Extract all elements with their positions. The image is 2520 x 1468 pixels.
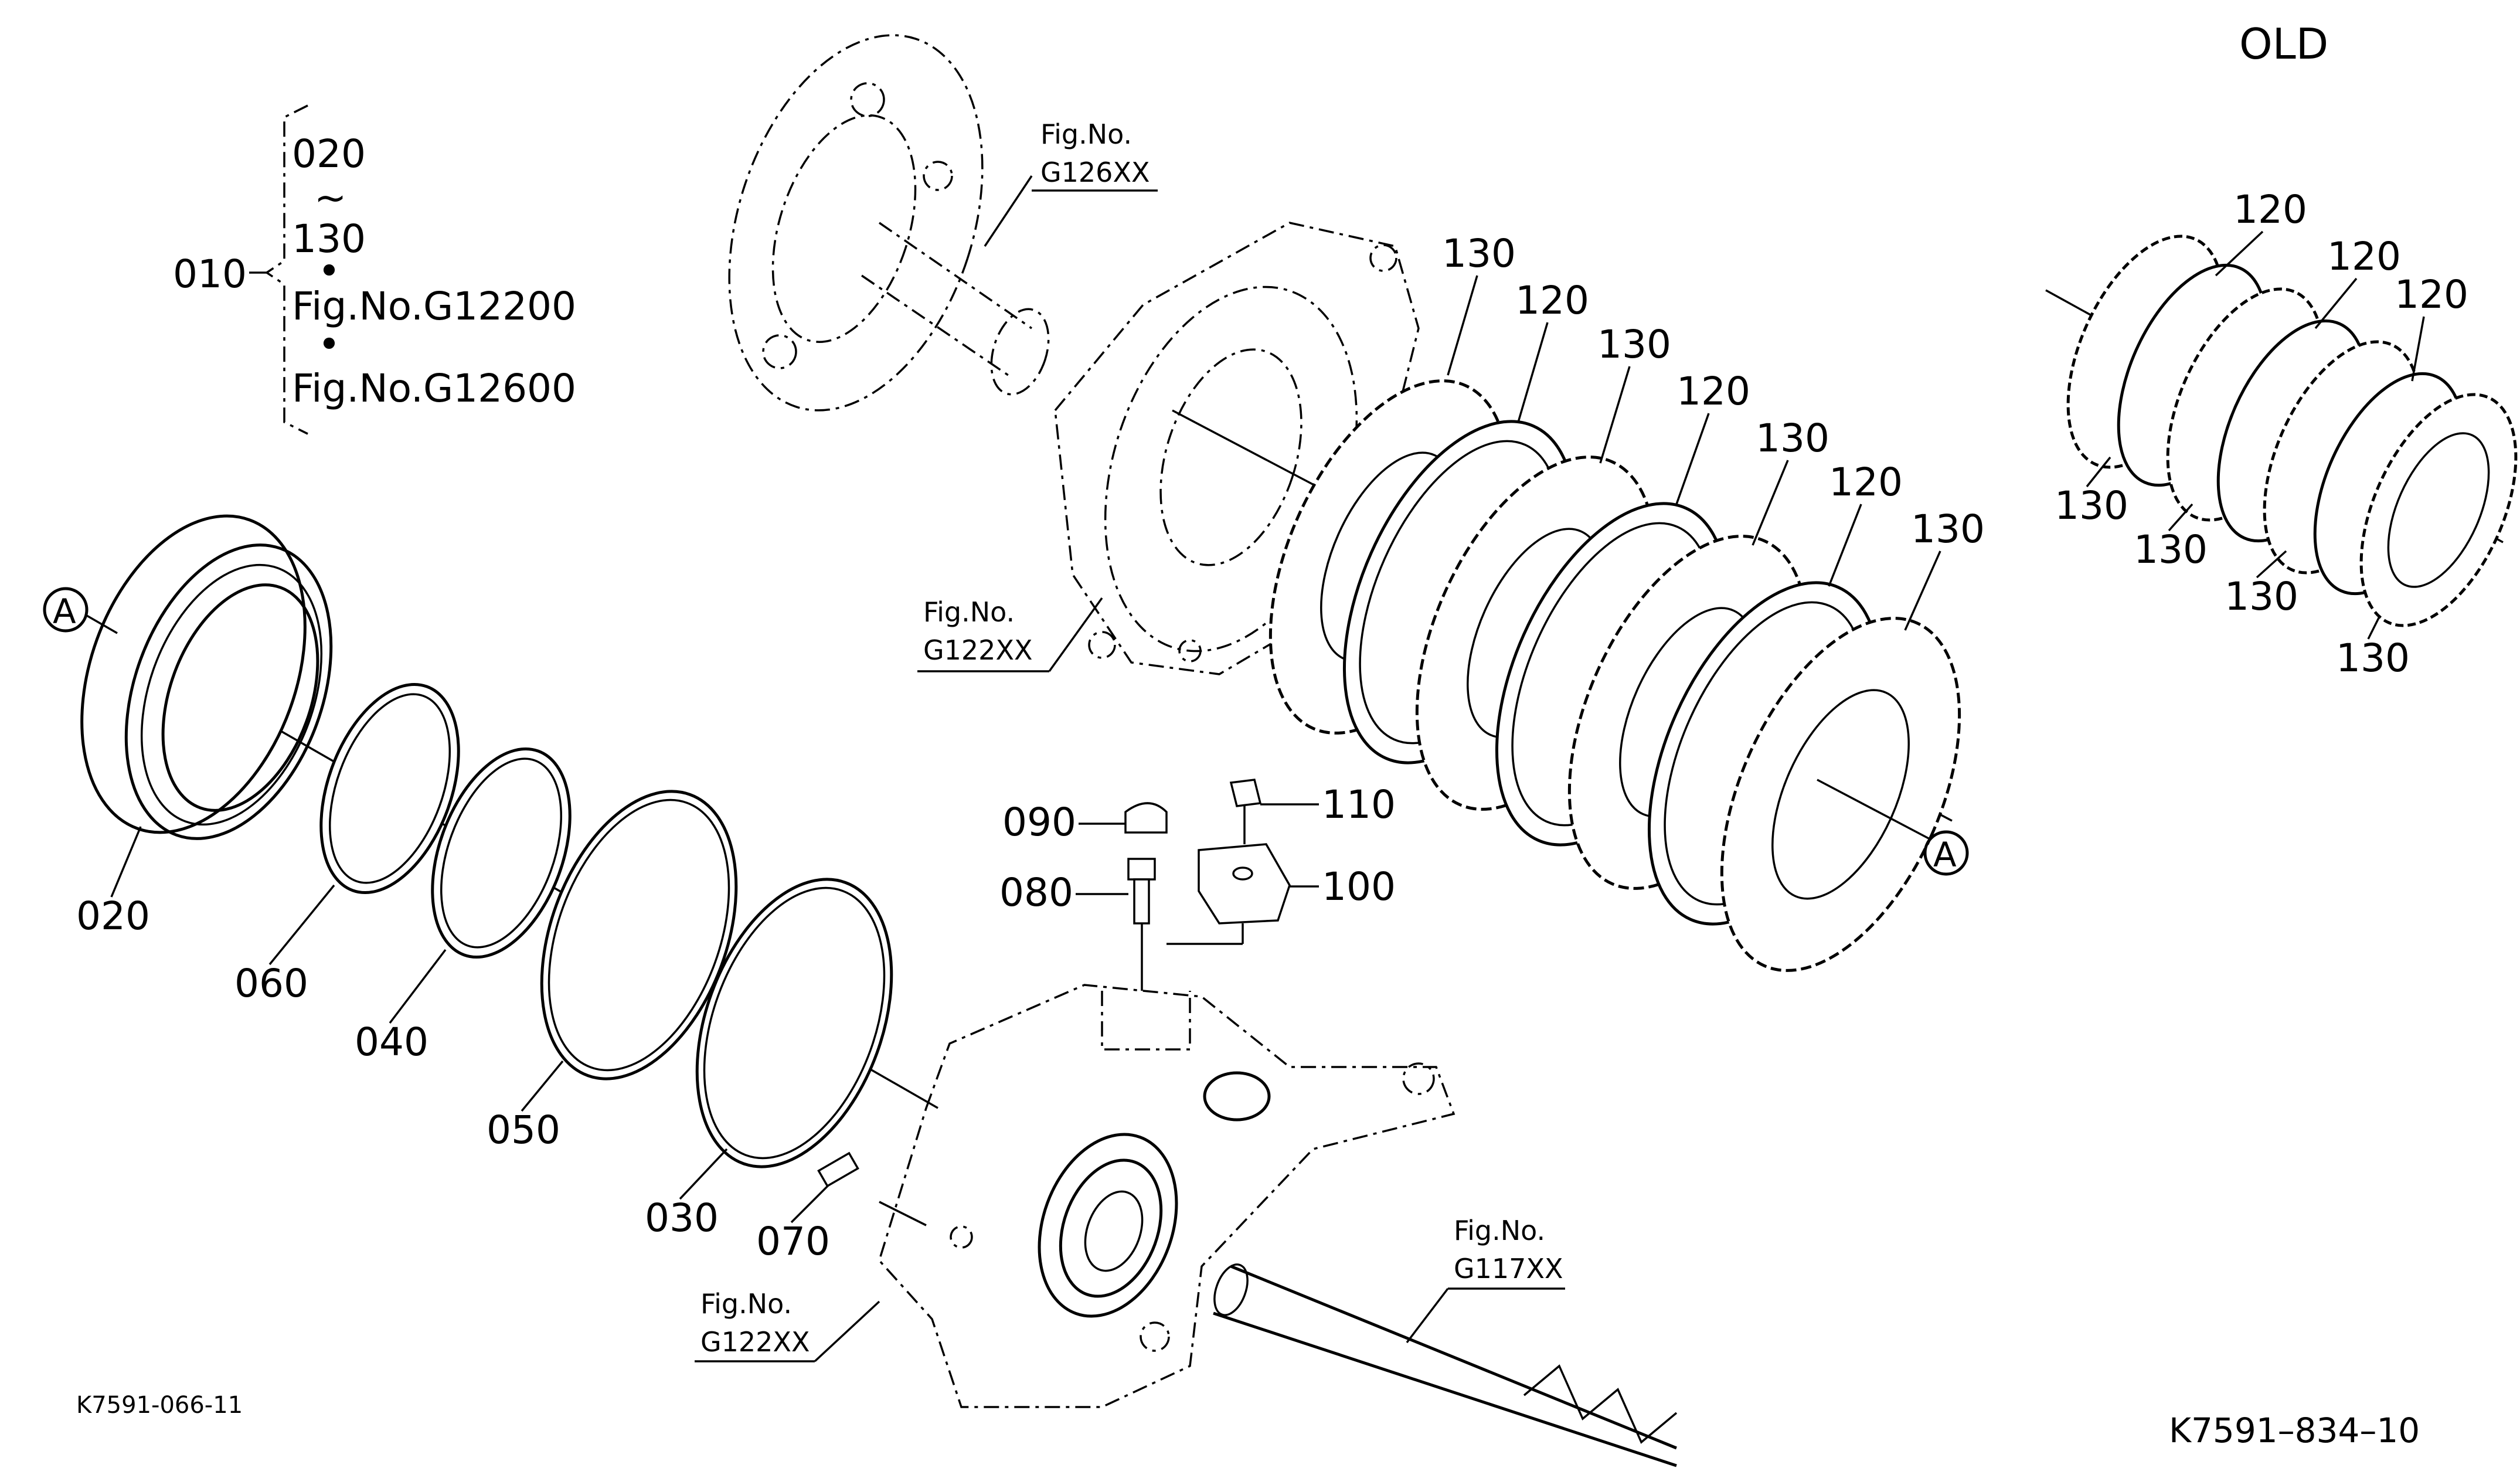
svg-text:G117XX: G117XX — [1454, 1253, 1563, 1284]
piston-and-rings — [80, 514, 938, 1168]
brace-fig-g12200: Fig.No.G12200 — [292, 284, 576, 329]
part-label-060: 060 — [234, 961, 308, 1006]
callout-a-right: A — [1923, 830, 1969, 876]
part-label-070: 070 — [756, 1219, 830, 1264]
lower-housing-drawing — [878, 984, 1455, 1408]
svg-text:G126XX: G126XX — [1040, 157, 1150, 188]
part-label-030: 030 — [645, 1195, 719, 1241]
part-label-040: 040 — [355, 1020, 428, 1065]
part-label-090: 090 — [1002, 800, 1076, 845]
svg-text:G122XX: G122XX — [923, 634, 1032, 666]
stack-labels: 130 120 130 120 130 120 130 — [1442, 231, 1985, 631]
figref-g117: Fig.No. G117XX — [1406, 1215, 1565, 1344]
brace-line-130: 130 — [292, 216, 366, 261]
part-label-050: 050 — [487, 1107, 560, 1153]
part-label-130: 130 — [2225, 574, 2298, 619]
breather-labels: 090 080 110 100 — [999, 782, 1396, 915]
part-label-130: 130 — [2134, 527, 2208, 572]
assembly-brace: 010 020 ~ 130 • Fig.No.G12200 • Fig.No.G… — [173, 104, 576, 435]
part-label-120: 120 — [2327, 234, 2401, 279]
part-label-130: 130 — [2055, 483, 2128, 528]
svg-text:G122XX: G122XX — [700, 1326, 810, 1358]
callout-a-left: A — [53, 592, 76, 631]
axle-shaft-drawing — [1213, 1263, 1678, 1467]
brace-dot-1: • — [318, 249, 341, 294]
part-label-130: 130 — [1911, 507, 1985, 552]
brace-fig-g12600: Fig.No.G12600 — [292, 366, 576, 411]
breather-bracket-bolt — [1124, 779, 1291, 991]
part-label-130: 130 — [1756, 416, 1829, 461]
part-label-100: 100 — [1322, 864, 1396, 909]
brace-line-020: 020 — [292, 131, 366, 176]
drawing-code-left: K7591-066-11 — [76, 1392, 243, 1419]
svg-text:Fig.No.: Fig.No. — [700, 1288, 792, 1320]
figref-g122-upper: Fig.No. G122XX — [917, 596, 1103, 672]
part-label-120: 120 — [2395, 272, 2468, 317]
part-label-120: 120 — [1676, 369, 1750, 414]
flange-shaft-drawing — [728, 34, 1050, 412]
svg-text:A: A — [1933, 835, 1957, 875]
old-stack-labels: 120 120 120 130 130 130 130 — [2055, 187, 2468, 681]
part-label-130: 130 — [2336, 636, 2410, 681]
drawing-code-right: K7591–834–10 — [2169, 1411, 2420, 1450]
part-label-080: 080 — [999, 870, 1073, 915]
part-label-020: 020 — [76, 893, 150, 939]
variant-label: OLD — [2239, 19, 2328, 69]
part-label-130: 130 — [1597, 322, 1671, 367]
part-label-110: 110 — [1322, 782, 1396, 827]
svg-text:Fig.No.: Fig.No. — [1040, 118, 1132, 150]
brace-tilde: ~ — [314, 175, 346, 220]
figref-g122-lower: Fig.No. G122XX — [695, 1288, 880, 1362]
part-label-120: 120 — [2233, 187, 2307, 232]
part-label-010: 010 — [173, 252, 247, 297]
clutch-disc-stack — [1172, 379, 1961, 972]
figref-g126: Fig.No. G126XX — [1032, 118, 1158, 192]
part-label-130: 130 — [1442, 231, 1516, 276]
part-label-120: 120 — [1515, 278, 1589, 323]
old-variant-stack — [2045, 235, 2518, 627]
part-label-120: 120 — [1829, 460, 1903, 505]
piston-labels: A 020 060 040 050 030 070 — [43, 587, 859, 1264]
brace-dot-2: • — [318, 322, 341, 367]
svg-text:Fig.No.: Fig.No. — [923, 596, 1015, 628]
svg-text:Fig.No.: Fig.No. — [1454, 1215, 1545, 1246]
